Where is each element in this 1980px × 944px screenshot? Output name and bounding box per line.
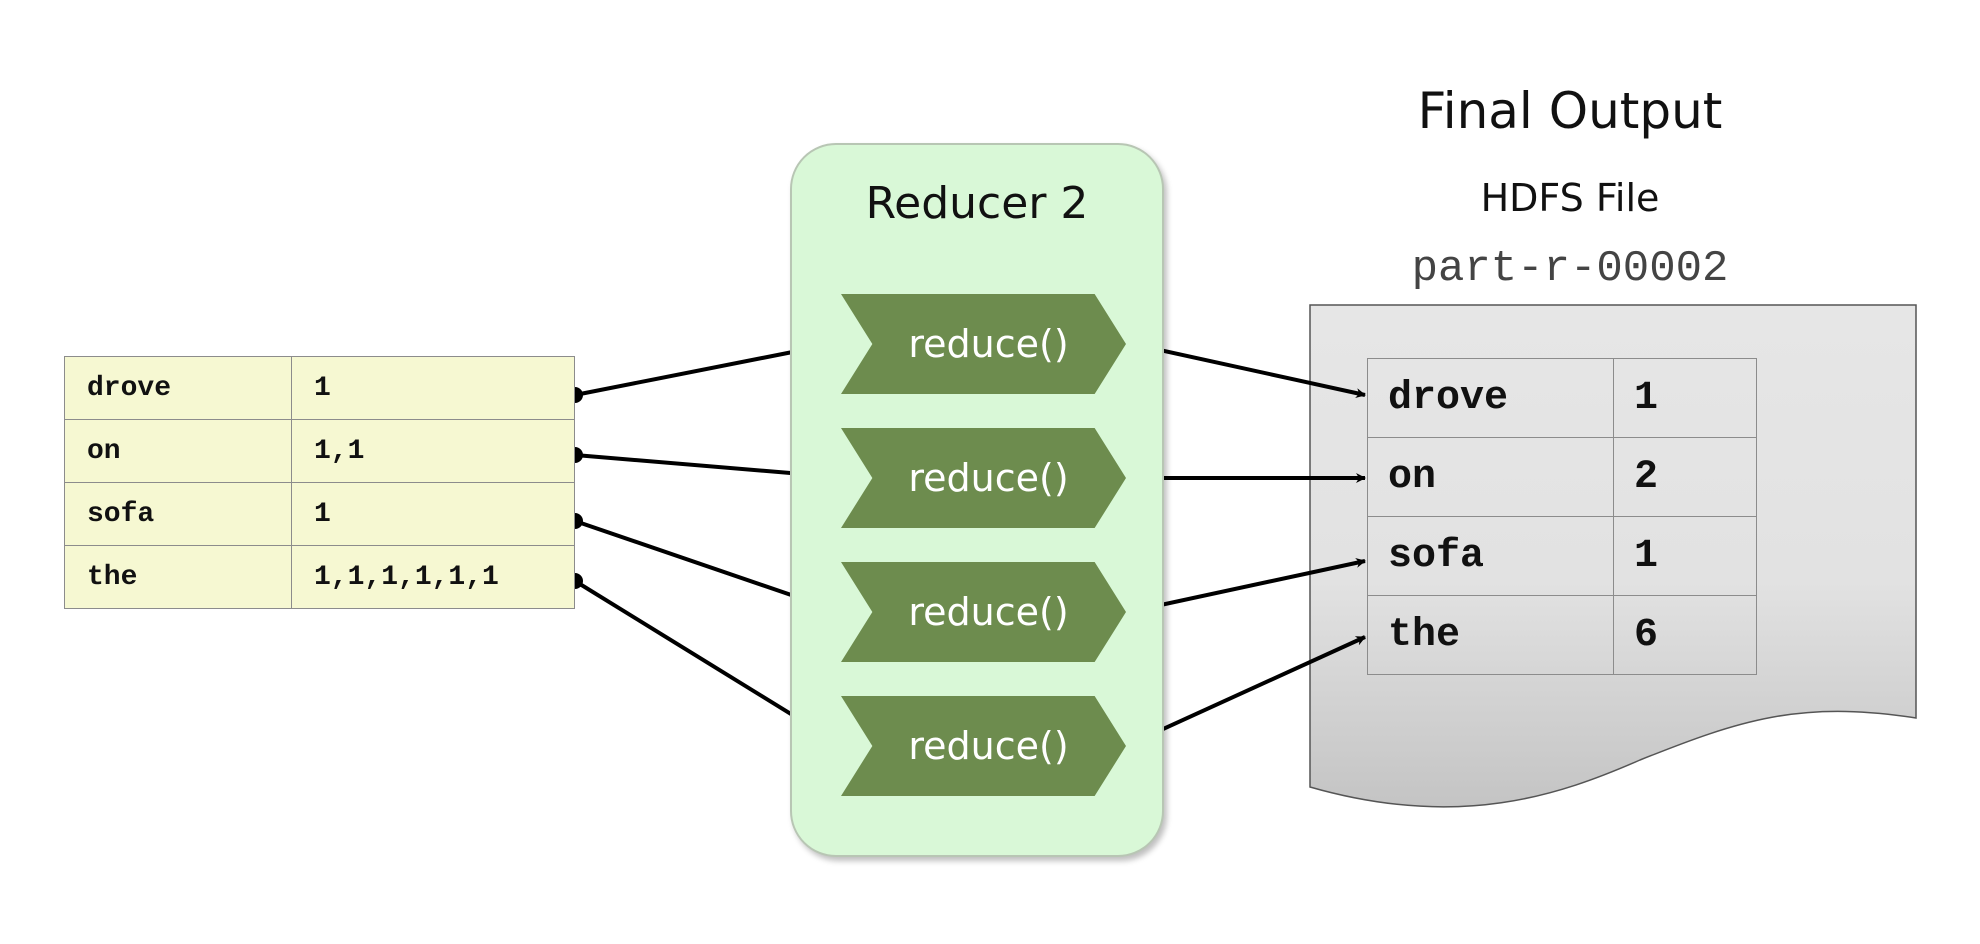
input-table: drove 1 on 1,1 sofa 1 the 1,1,1,1,1,1 [64,356,575,609]
reducer-title: Reducer 2 [865,178,1089,229]
input-values: 1 [291,356,575,420]
output-count: 1 [1613,516,1757,596]
reduce-function-label: reduce() [908,322,1069,366]
reduce-function-label: reduce() [908,456,1069,500]
reduce-function-shape [841,294,1126,394]
output-row: drove 1 [1367,358,1757,438]
input-key: drove [64,356,292,420]
output-key: the [1367,595,1614,675]
input-values: 1 [291,482,575,546]
input-row: sofa 1 [64,482,575,546]
reduce-function-shape [841,696,1126,796]
output-key: drove [1367,358,1614,438]
reduce-function-label: reduce() [908,590,1069,634]
output-count: 2 [1613,437,1757,517]
arrow-reduce-to-sofa [1127,558,1366,614]
arrow-reduce-to-drove [1127,341,1366,398]
output-key: on [1367,437,1614,517]
input-key: the [64,545,292,609]
input-values: 1,1,1,1,1,1 [291,545,575,609]
reduce-function-label: reduce() [908,724,1069,768]
reduce-function-shape [841,428,1126,528]
input-key: sofa [64,482,292,546]
output-table: drove 1 on 2 sofa 1 the 6 [1367,358,1757,675]
output-count: 1 [1613,358,1757,438]
input-row: drove 1 [64,356,575,420]
final-output-title: Final Output [1417,82,1723,140]
input-values: 1,1 [291,419,575,483]
hdfs-file-label: HDFS File [1480,176,1660,220]
output-row: on 2 [1367,437,1757,517]
output-row: the 6 [1367,595,1757,675]
reduce-function-shape [841,562,1126,662]
arrow-reduce-to-the [1127,635,1366,747]
output-file-name: part-r-00002 [1411,244,1729,294]
input-key: on [64,419,292,483]
output-key: sofa [1367,516,1614,596]
input-row: on 1,1 [64,419,575,483]
output-row: sofa 1 [1367,516,1757,596]
output-count: 6 [1613,595,1757,675]
input-row: the 1,1,1,1,1,1 [64,545,575,609]
